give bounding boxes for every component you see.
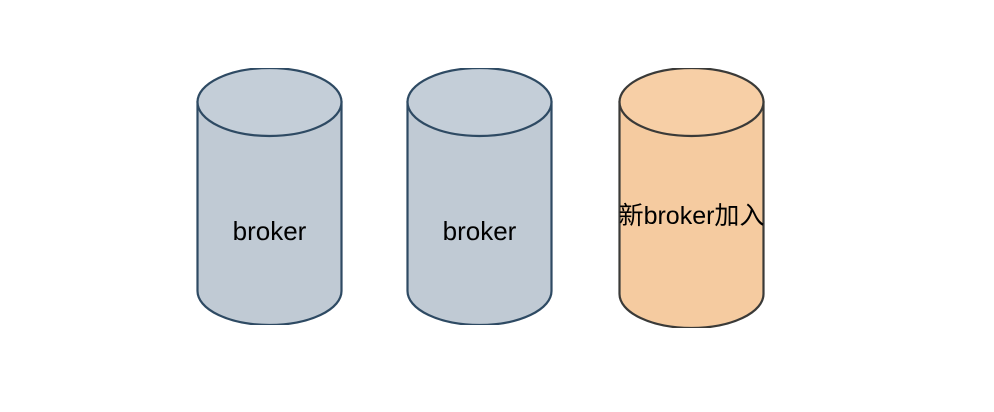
cylinder-top-ellipse bbox=[406, 68, 553, 138]
cylinder-body bbox=[196, 100, 343, 325]
cylinder-shape bbox=[196, 68, 343, 325]
cylinder-top-ellipse bbox=[196, 68, 343, 138]
cylinder-body bbox=[406, 100, 553, 325]
cylinder-node-new-broker[interactable]: 新broker加入 bbox=[618, 68, 765, 328]
cylinder-node-broker-1[interactable]: broker bbox=[196, 68, 343, 325]
cylinder-top-ellipse bbox=[618, 68, 765, 138]
cylinder-label: 新broker加入 bbox=[618, 202, 765, 230]
cylinder-body bbox=[618, 100, 765, 328]
cylinder-shape bbox=[406, 68, 553, 325]
cylinder-shape bbox=[618, 68, 765, 328]
cylinder-node-broker-2[interactable]: broker bbox=[406, 68, 553, 325]
cylinder-label: broker bbox=[232, 216, 307, 246]
cylinder-label: broker bbox=[442, 216, 517, 246]
